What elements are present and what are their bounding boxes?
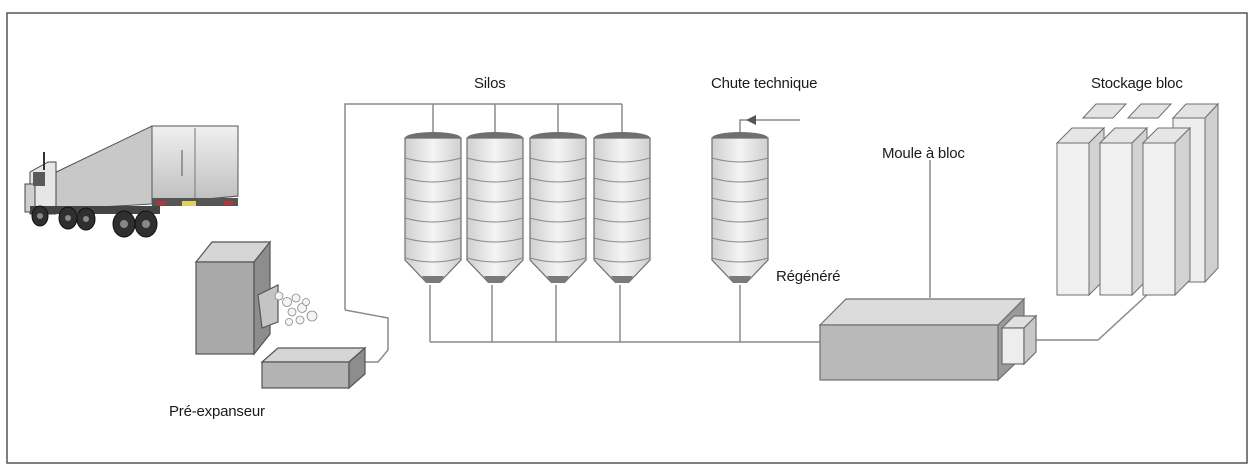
truck-icon: [24, 125, 239, 238]
silos-label: Silos: [474, 75, 506, 92]
arrow-left-icon: [746, 115, 756, 125]
silo-icon: [466, 132, 524, 283]
block-mold-icon: [818, 297, 1038, 382]
silo-icon: [711, 132, 769, 283]
moule-a-bloc-label: Moule à bloc: [882, 145, 965, 162]
stockage-bloc-label: Stockage bloc: [1091, 75, 1183, 92]
chute-technique-label: Chute technique: [711, 75, 818, 92]
silo-icon: [529, 132, 587, 283]
block-storage-icon: [1055, 102, 1220, 297]
regenere-label: Régénéré: [776, 268, 841, 285]
silo-icon: [404, 132, 462, 283]
frame-border: [6, 12, 1248, 464]
pre-expanseur-label: Pré-expanseur: [169, 403, 265, 420]
piping: [344, 103, 1161, 363]
silo-icon: [593, 132, 651, 283]
pre-expander-icon: [194, 240, 367, 390]
